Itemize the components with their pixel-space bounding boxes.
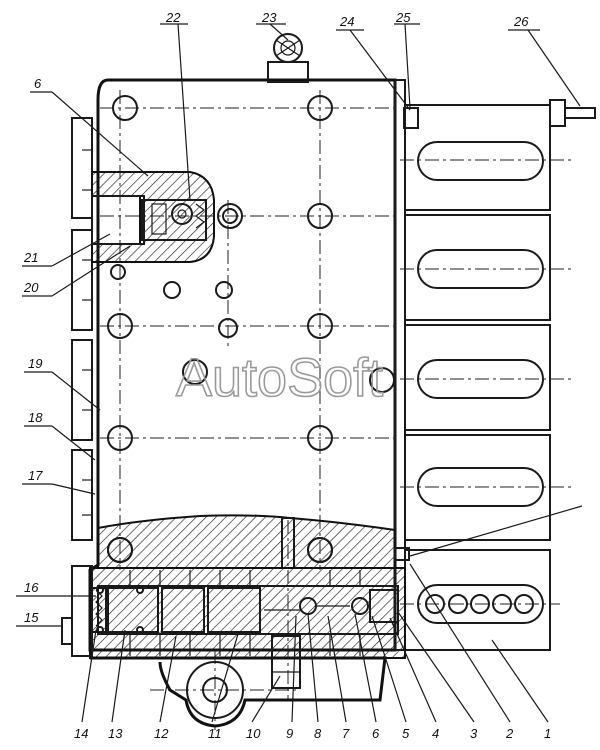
callout-6-top: 6 xyxy=(34,76,42,91)
watermark: AutoSoft xyxy=(176,348,383,408)
callout-labels: 22 23 24 25 26 6 21 20 19 18 17 16 15 14… xyxy=(23,10,551,741)
callout-15: 15 xyxy=(24,610,39,625)
callout-20: 20 xyxy=(23,280,39,295)
callout-5: 5 xyxy=(402,726,410,741)
callout-1: 1 xyxy=(544,726,551,741)
callout-3: 3 xyxy=(470,726,478,741)
callout-10: 10 xyxy=(246,726,261,741)
callout-9: 9 xyxy=(286,726,293,741)
callout-2: 2 xyxy=(505,726,514,741)
callout-26: 26 xyxy=(513,14,529,29)
callout-4: 4 xyxy=(432,726,439,741)
callout-22: 22 xyxy=(165,10,181,25)
callout-8: 8 xyxy=(314,726,322,741)
top-fitting xyxy=(267,33,309,83)
callout-7: 7 xyxy=(342,726,350,741)
relief-valve-section xyxy=(91,171,238,263)
callout-18: 18 xyxy=(28,410,43,425)
callout-14: 14 xyxy=(74,726,88,741)
spool-housings xyxy=(400,99,596,651)
housing-holes xyxy=(107,95,395,563)
callout-6-bottom: 6 xyxy=(372,726,380,741)
callout-11: 11 xyxy=(208,726,222,741)
callout-16: 16 xyxy=(24,580,39,595)
callout-23: 23 xyxy=(261,10,277,25)
mounting-lug xyxy=(90,635,387,728)
callout-19: 19 xyxy=(28,356,42,371)
callout-13: 13 xyxy=(108,726,123,741)
callout-21: 21 xyxy=(23,250,38,265)
plug-2 xyxy=(394,547,410,561)
lower-cross-section xyxy=(61,514,406,659)
callout-12: 12 xyxy=(154,726,169,741)
callout-17: 17 xyxy=(28,468,43,483)
leader-lines xyxy=(16,23,583,723)
callout-24: 24 xyxy=(339,14,354,29)
callout-25: 25 xyxy=(395,10,411,25)
